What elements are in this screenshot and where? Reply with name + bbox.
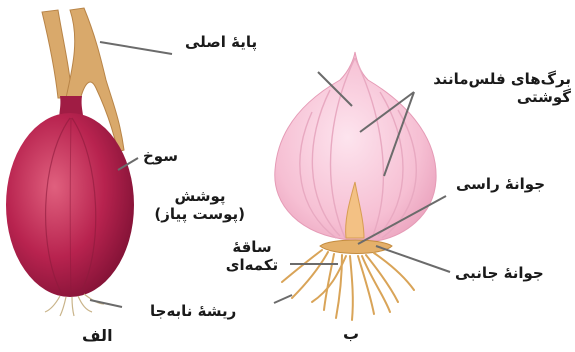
label-adventitious-roots: ریشهٔ نابه‌جا [150,302,236,320]
label-cover-line1: پوشش [155,187,245,205]
label-fleshy-leaves-line1: برگ‌های فلس‌مانند [423,70,571,88]
basal-plate [320,240,392,254]
label-disc-stem: ساقهٔ تکمه‌ای [212,238,292,274]
caption-b: ب [343,324,359,343]
label-cover-line2: (پوست پیاز) [155,205,245,223]
bulb-roots [282,250,414,320]
main-stem-stalk [42,10,72,98]
leader-main-stem [100,42,172,54]
label-cover: پوشش (پوست پیاز) [155,187,245,223]
label-apical-bud: جوانهٔ راسی [456,175,545,193]
label-lateral-bud: جوانهٔ جانبی [455,264,544,282]
whole-onion [6,8,134,316]
label-shoot: سوخ [143,147,178,165]
onion-roots [45,294,104,316]
label-fleshy-leaves: برگ‌های فلس‌مانند گوشتی [423,70,571,106]
label-fleshy-leaves-line2: گوشتی [423,88,571,106]
leader-lateral-bud [376,246,450,272]
label-disc-stem-line2: تکمه‌ای [212,256,292,274]
leader-roots-a [90,300,122,307]
label-disc-stem-line1: ساقهٔ [212,238,292,256]
caption-a: الف [82,326,113,345]
leader-roots-b [274,295,292,303]
bulb-section [275,52,436,320]
label-main-stem: پایهٔ اصلی [185,33,257,51]
